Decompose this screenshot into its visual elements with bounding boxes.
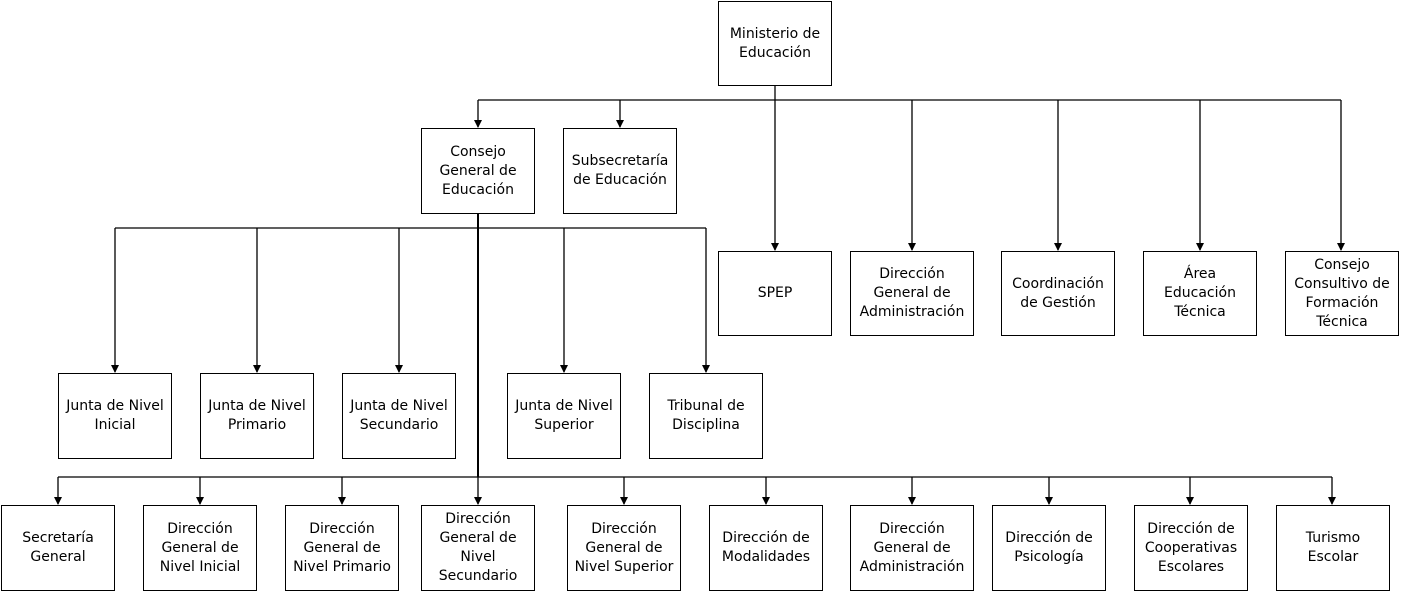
direccion-label: Dirección General de Nivel Inicial [159,520,241,575]
ministry-unit-label: Dirección General de Administración [859,266,965,320]
direccion-label: Dirección General de Nivel Superior [574,520,674,575]
junta-label: Tribunal de Disciplina [667,398,745,433]
direccion-node: Dirección de Cooperativas Escolares [1134,505,1248,591]
ministry-unit-node: Coordinación de Gestión [1001,251,1115,336]
ministry-unit-label: Consejo Consultivo de Formación Técnica [1294,256,1390,330]
direccion-node: Dirección de Psicología [992,505,1106,591]
ministry-unit-node: SPEP [718,251,832,336]
junta-node: Junta de Nivel Primario [200,373,314,459]
direccion-label: Dirección General de Administración [859,520,965,575]
direccion-node: Dirección General de Nivel Secundario [421,505,535,591]
direccion-node: Turismo Escolar [1276,505,1390,591]
ministry-unit-label: SPEP [757,285,793,301]
junta-label: Junta de Nivel Superior [515,398,613,433]
consejo-general-label: Consejo General de Educación [439,143,517,198]
junta-label: Junta de Nivel Inicial [66,398,164,433]
direccion-label: Dirección de Modalidades [721,530,811,565]
junta-label: Junta de Nivel Primario [208,398,306,433]
direccion-label: Dirección de Cooperativas Escolares [1144,520,1238,575]
junta-node: Junta de Nivel Superior [507,373,621,459]
ministry-unit-node: Área Educación Técnica [1143,251,1257,336]
ministerio-node: Ministerio de Educación [718,1,832,86]
direccion-node: Dirección General de Nivel Inicial [143,505,257,591]
direccion-label: Turismo Escolar [1305,530,1361,565]
junta-node: Tribunal de Disciplina [649,373,763,459]
direccion-node: Dirección General de Administración [850,505,974,591]
ministry-unit-node: Dirección General de Administración [850,251,974,336]
direccion-label: Dirección de Psicología [1005,530,1093,565]
ministry-unit-label: Coordinación de Gestión [1012,275,1104,311]
ministerio-label: Ministerio de Educación [729,25,821,61]
subsecretaria-node: Subsecretaría de Educación [563,128,677,214]
consejo-general-node: Consejo General de Educación [421,128,535,214]
direccion-node: Dirección General de Nivel Primario [285,505,399,591]
direccion-node: Secretaría General [1,505,115,591]
direccion-label: Dirección General de Nivel Primario [293,520,391,575]
direccion-node: Dirección de Modalidades [709,505,823,591]
direccion-label: Secretaría General [22,530,94,565]
ministry-unit-node: Consejo Consultivo de Formación Técnica [1285,251,1399,336]
junta-node: Junta de Nivel Secundario [342,373,456,459]
direccion-label: Dirección General de Nivel Secundario [438,511,518,584]
junta-label: Junta de Nivel Secundario [350,398,448,433]
direccion-node: Dirección General de Nivel Superior [567,505,681,591]
ministry-unit-label: Área Educación Técnica [1164,266,1236,320]
subsecretaria-label: Subsecretaría de Educación [571,153,669,188]
junta-node: Junta de Nivel Inicial [58,373,172,459]
